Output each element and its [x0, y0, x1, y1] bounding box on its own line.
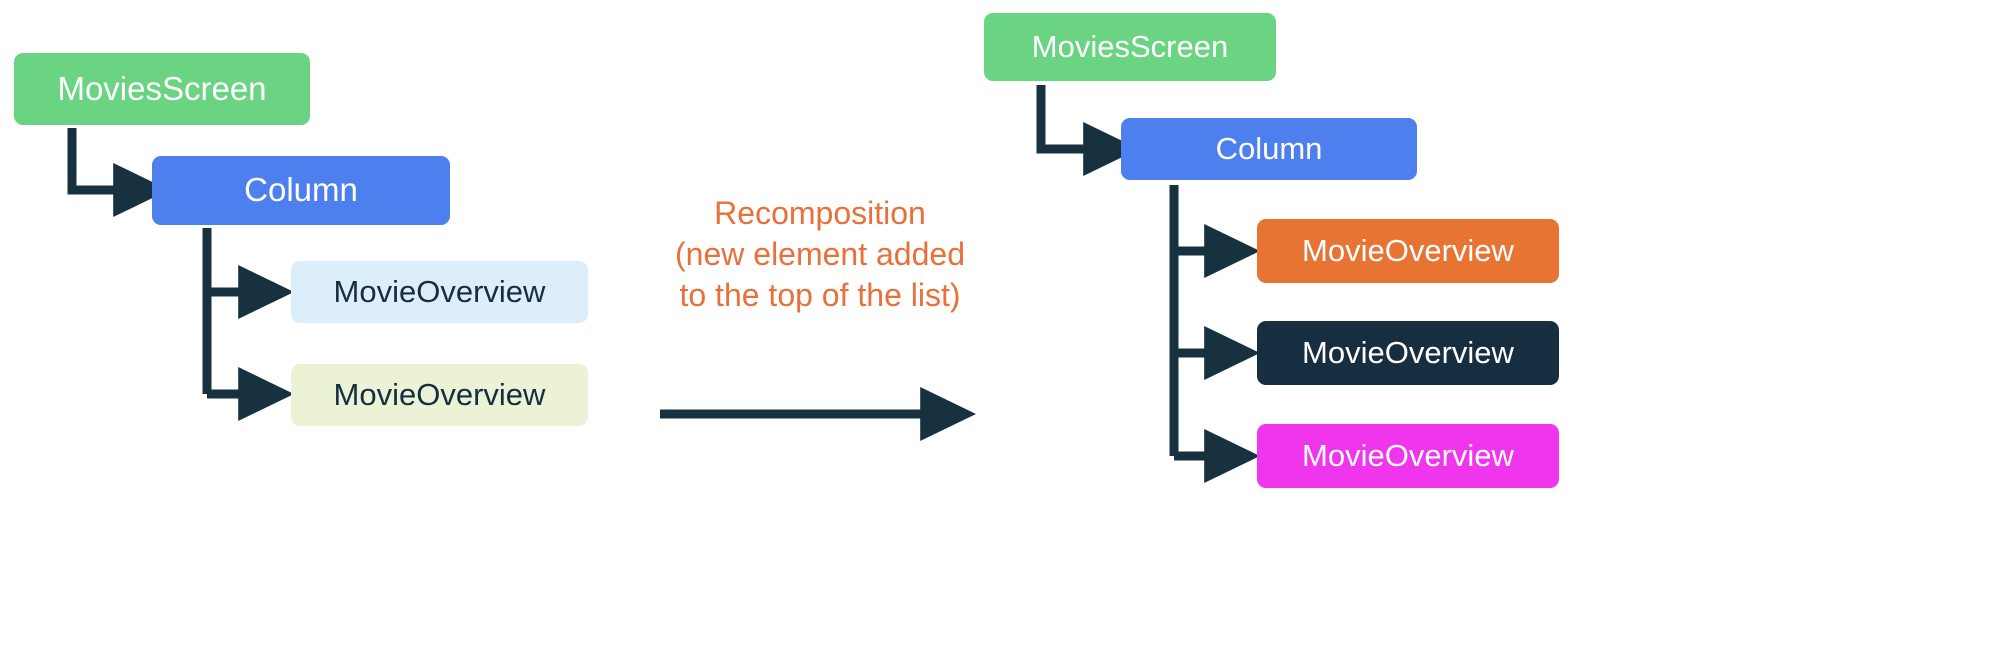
left-node-movie-overview-2: MovieOverview	[291, 364, 588, 426]
right-node-movies-screen-label: MoviesScreen	[1031, 28, 1229, 64]
left-node-movie-overview-1: MovieOverview	[291, 261, 588, 323]
right-node-movie-overview-1: MovieOverview	[1257, 219, 1559, 283]
right-node-movie-overview-1-label: MovieOverview	[1302, 232, 1514, 268]
left-connector-root-to-column	[67, 128, 169, 217]
right-node-movie-overview-3-label: MovieOverview	[1302, 437, 1514, 473]
left-node-movies-screen: MoviesScreen	[14, 53, 310, 125]
left-node-movie-overview-2-label: MovieOverview	[333, 376, 546, 412]
right-node-column-label: Column	[1215, 130, 1323, 166]
right-node-movie-overview-3: MovieOverview	[1257, 424, 1559, 488]
right-node-movies-screen: MoviesScreen	[984, 13, 1276, 81]
recomposition-caption: Recomposition (new element added to the …	[675, 195, 965, 313]
left-node-column-label: Column	[244, 171, 358, 209]
right-connector-root-to-column	[1036, 85, 1139, 176]
right-node-movie-overview-2-label: MovieOverview	[1302, 334, 1514, 370]
left-node-movies-screen-label: MoviesScreen	[57, 69, 267, 107]
right-node-movie-overview-2: MovieOverview	[1257, 321, 1559, 385]
left-node-column: Column	[152, 156, 450, 225]
right-node-column: Column	[1121, 118, 1417, 180]
left-node-movie-overview-1-label: MovieOverview	[333, 273, 546, 309]
